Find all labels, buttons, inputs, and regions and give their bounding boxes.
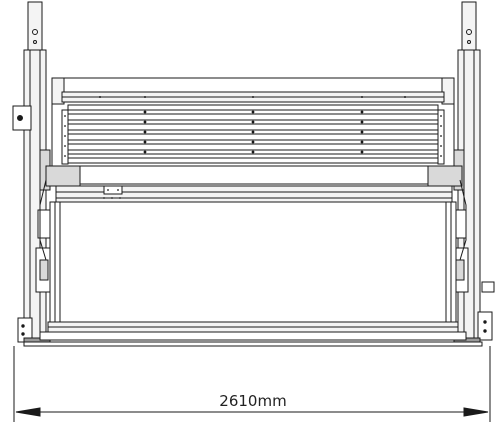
middle-cross-beam	[45, 165, 463, 203]
dimension-line	[13, 346, 491, 422]
bottom-rail	[23, 321, 483, 347]
slat-panel	[51, 77, 455, 167]
right-upright-post	[453, 1, 495, 345]
dimension-label: 2610mm	[219, 392, 286, 410]
left-upright-post	[12, 1, 51, 345]
right-linkage	[445, 179, 467, 323]
